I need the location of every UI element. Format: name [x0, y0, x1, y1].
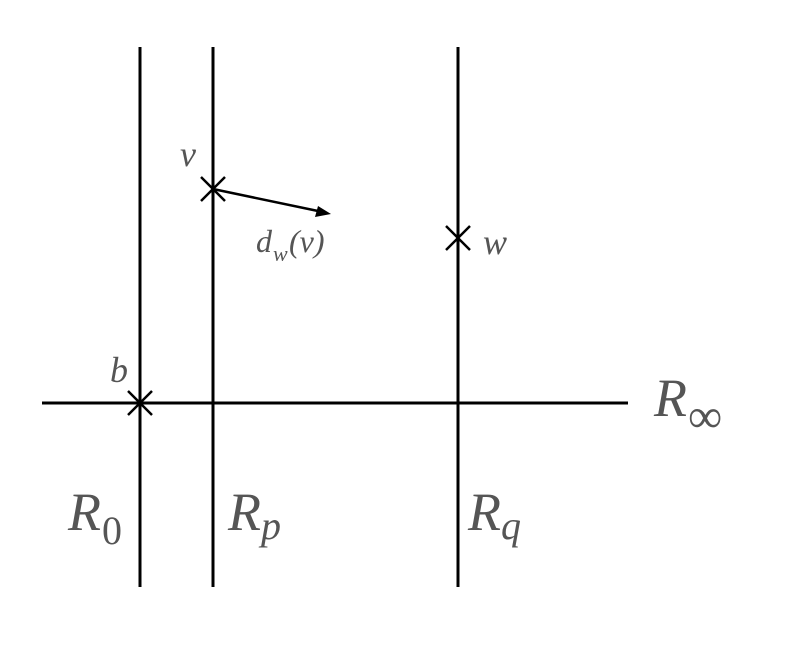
svg-text:0: 0: [102, 508, 122, 553]
point-b-marker: [127, 390, 153, 416]
svg-text:q: q: [501, 503, 521, 548]
svg-text:d: d: [256, 223, 273, 259]
direction-arrow: [212, 187, 331, 217]
label-rp: R p: [227, 482, 281, 548]
svg-text:R: R: [67, 482, 101, 542]
point-w-marker: [445, 225, 471, 251]
svg-text:p: p: [258, 503, 281, 548]
label-r0: R 0: [67, 482, 122, 553]
label-dw: d w (v): [256, 223, 325, 266]
label-rinf: R ∞: [653, 368, 722, 443]
label-b: b: [110, 350, 128, 390]
label-v: v: [180, 134, 196, 174]
svg-text:R: R: [227, 482, 261, 542]
svg-text:R: R: [467, 482, 501, 542]
svg-text:w: w: [273, 241, 288, 266]
label-rq: R q: [467, 482, 521, 548]
label-w: w: [483, 222, 507, 262]
svg-text:∞: ∞: [688, 390, 722, 443]
svg-text:(v): (v): [289, 223, 325, 259]
svg-text:R: R: [653, 368, 687, 428]
